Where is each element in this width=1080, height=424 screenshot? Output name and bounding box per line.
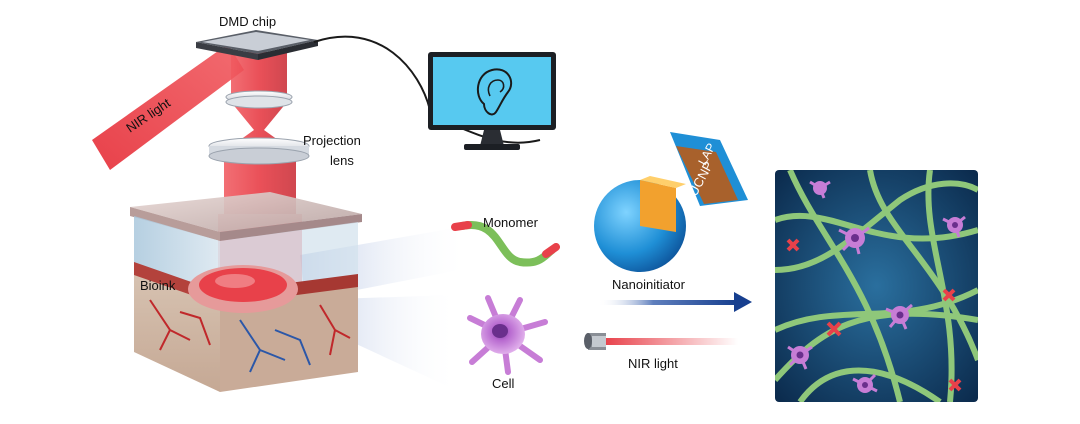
dmd-chip-label: DMD chip [219, 14, 276, 29]
monomer-strand [451, 220, 560, 267]
lens-label: lens [330, 153, 354, 168]
cell [467, 295, 548, 375]
nir-fiber [584, 333, 738, 350]
lens-upper [225, 90, 293, 109]
printing-vat [130, 192, 362, 392]
nir-light-fiber-label: NIR light [628, 356, 678, 371]
hydrogel-network [775, 170, 978, 402]
cable [313, 35, 431, 111]
nanoinitiator-sphere [594, 132, 748, 272]
nir-light-beam [92, 44, 244, 170]
cell-label: Cell [492, 376, 515, 391]
bioink-label: Bioink [140, 278, 176, 293]
projection-lens [208, 137, 310, 165]
ear-icon [476, 68, 513, 116]
projection-label: Projection [303, 133, 361, 148]
nanoinitiator-label: Nanoinitiator [612, 277, 686, 292]
process-arrow [598, 292, 752, 312]
monomer-label: Monomer [483, 215, 539, 230]
monitor [428, 52, 556, 150]
dmd-chip [196, 30, 318, 60]
